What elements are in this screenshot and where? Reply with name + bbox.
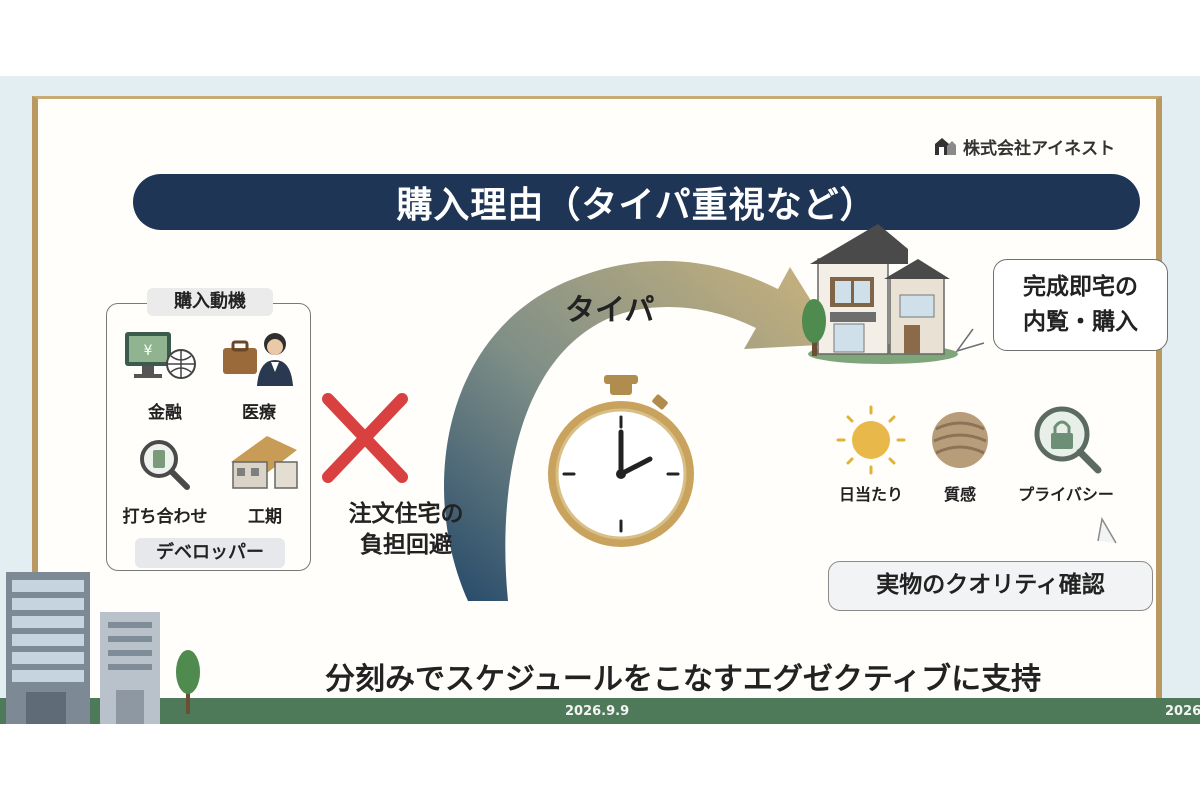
lock-magnifier-icon [1034, 406, 1102, 474]
ground-strip [0, 698, 1200, 724]
page-title: 購入理由（タイパ重視など） [396, 185, 877, 226]
house-logo-icon [935, 138, 956, 155]
tree-icon [802, 299, 826, 356]
taipa-arc-arrow [444, 260, 838, 601]
motive-panel: 購入動機 ¥ 金融 医療 [106, 288, 311, 571]
sun-icon [836, 405, 906, 475]
house-icon [808, 224, 958, 364]
quality-bubble: 実物のクオリティ確認 [828, 561, 1153, 611]
cross-mark-icon [322, 393, 408, 483]
quality-bubble-tail [1097, 516, 1117, 544]
taipa-label: タイパ [565, 293, 655, 328]
magnifier-meeting-icon [140, 440, 190, 490]
company-name: 株式会社アイネスト [963, 138, 1116, 159]
result-line-1: 完成即宅の [1023, 274, 1138, 300]
footer-date-left: 2026.9.9 [565, 704, 630, 719]
developer-label: デベロッパー [135, 538, 285, 568]
conclusion-text: 分刻みでスケジュールをこなすエグゼクティブに支持 [325, 662, 1042, 697]
main-illustration [271, 224, 1117, 601]
presentation-board: 株式会社アイネスト 購入理由（タイパ重視など） [32, 96, 1168, 698]
finance-monitor-icon: ¥ [125, 332, 196, 379]
burden-text: 注文住宅の 負担回避 [326, 499, 486, 561]
svg-text:¥: ¥ [144, 343, 153, 359]
stopwatch-icon [548, 375, 694, 547]
feature-label-sunlight: 日当たり [838, 485, 903, 504]
company-logo: 株式会社アイネスト [933, 131, 1143, 161]
motive-label-finance: 金融 [148, 403, 182, 423]
result-line-2: 内覧・購入 [1023, 309, 1138, 335]
burden-line-1: 注文住宅の [348, 501, 464, 527]
texture-icon [932, 412, 988, 468]
construction-icon [231, 436, 298, 489]
burden-line-2: 負担回避 [360, 532, 452, 558]
office-buildings-icon [6, 572, 200, 724]
motive-label-meeting: 打ち合わせ [122, 507, 208, 527]
motive-label-medical: 医療 [242, 403, 276, 423]
briefcase-doctor-icon [223, 333, 293, 386]
scene: 株式会社アイネスト 購入理由（タイパ重視など） [0, 76, 1200, 724]
footer-date-right: 2026 [1165, 704, 1200, 719]
title-banner: 購入理由（タイパ重視など） [133, 174, 1140, 230]
result-bubble: 完成即宅の 内覧・購入 [993, 259, 1168, 351]
feature-label-privacy: プライバシー [1018, 485, 1114, 504]
motive-title: 購入動機 [147, 288, 273, 316]
motive-label-schedule: 工期 [248, 507, 282, 527]
feature-label-texture: 質感 [943, 485, 976, 504]
result-bubble-tail [955, 328, 985, 353]
